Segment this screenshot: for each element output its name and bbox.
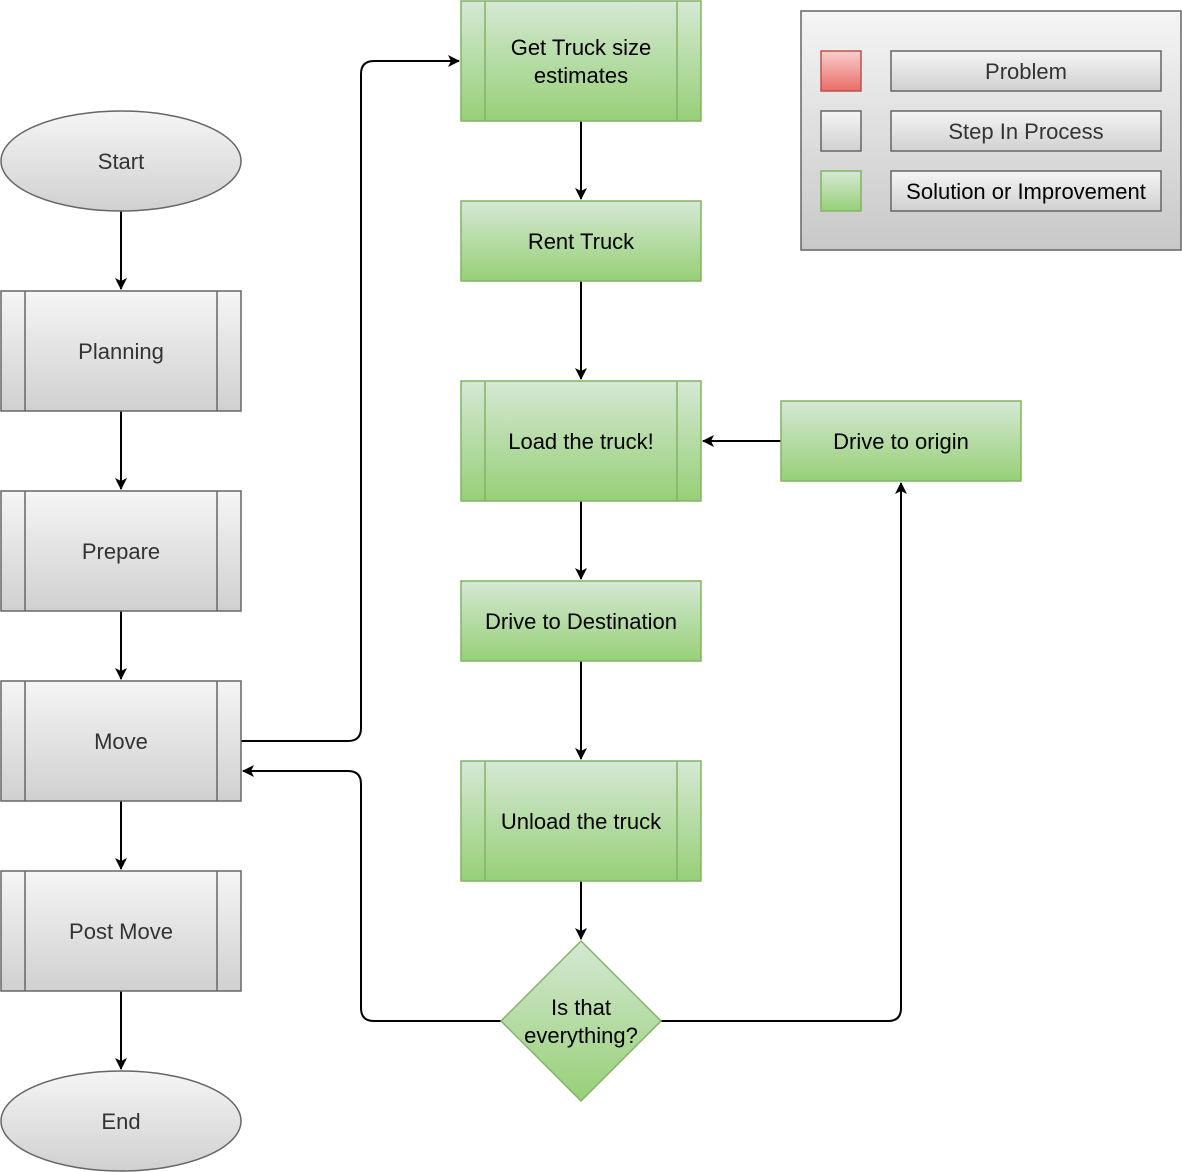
node-prepare: Prepare bbox=[0, 490, 242, 612]
legend-solution-swatch bbox=[820, 170, 862, 212]
node-load-truck: Load the truck! bbox=[460, 380, 702, 502]
node-drive-destination: Drive to Destination bbox=[460, 580, 702, 662]
node-decision-label-line2: everything? bbox=[524, 1023, 638, 1048]
node-start: Start bbox=[0, 110, 242, 212]
node-post-move: Post Move bbox=[0, 870, 242, 992]
node-post-move-label: Post Move bbox=[69, 919, 173, 944]
node-drive-origin-label: Drive to origin bbox=[833, 429, 969, 454]
node-drive-destination-label: Drive to Destination bbox=[485, 609, 677, 634]
node-get-estimates-label-line2: estimates bbox=[534, 63, 628, 88]
legend-step-label: Step In Process bbox=[948, 119, 1103, 144]
node-load-truck-label: Load the truck! bbox=[508, 429, 654, 454]
edge-decision-to-move bbox=[242, 765, 501, 1022]
legend-step-swatch bbox=[820, 110, 862, 152]
node-end: End bbox=[0, 1070, 242, 1172]
node-move-label: Move bbox=[94, 729, 148, 754]
edge-decision-to-origin bbox=[661, 482, 907, 1022]
legend: Problem Step In Process Solution or Impr… bbox=[800, 10, 1182, 251]
node-get-estimates: Get Truck size estimates bbox=[460, 0, 702, 122]
node-planning-label: Planning bbox=[78, 339, 164, 364]
legend-solution-label: Solution or Improvement bbox=[906, 179, 1146, 204]
node-decision: Is that everything? bbox=[499, 939, 663, 1103]
node-unload-truck: Unload the truck bbox=[460, 760, 702, 882]
legend-solution-box bbox=[890, 170, 1162, 212]
edge-move-to-estimates bbox=[241, 55, 460, 742]
node-prepare-label: Prepare bbox=[82, 539, 160, 564]
node-unload-truck-label: Unload the truck bbox=[501, 809, 662, 834]
node-get-estimates-label-line1: Get Truck size bbox=[511, 35, 652, 60]
legend-problem-swatch bbox=[820, 50, 862, 92]
node-decision-label-line1: Is that bbox=[551, 995, 611, 1020]
node-start-label: Start bbox=[98, 149, 144, 174]
node-planning: Planning bbox=[0, 290, 242, 412]
node-rent-truck: Rent Truck bbox=[460, 200, 702, 282]
legend-step-box bbox=[890, 110, 1162, 152]
node-move: Move bbox=[0, 680, 242, 802]
legend-problem-box bbox=[890, 50, 1162, 92]
node-rent-truck-label: Rent Truck bbox=[528, 229, 635, 254]
node-drive-origin: Drive to origin bbox=[780, 400, 1022, 482]
node-end-label: End bbox=[101, 1109, 140, 1134]
connectors bbox=[115, 55, 907, 1070]
legend-problem-label: Problem bbox=[985, 59, 1067, 84]
